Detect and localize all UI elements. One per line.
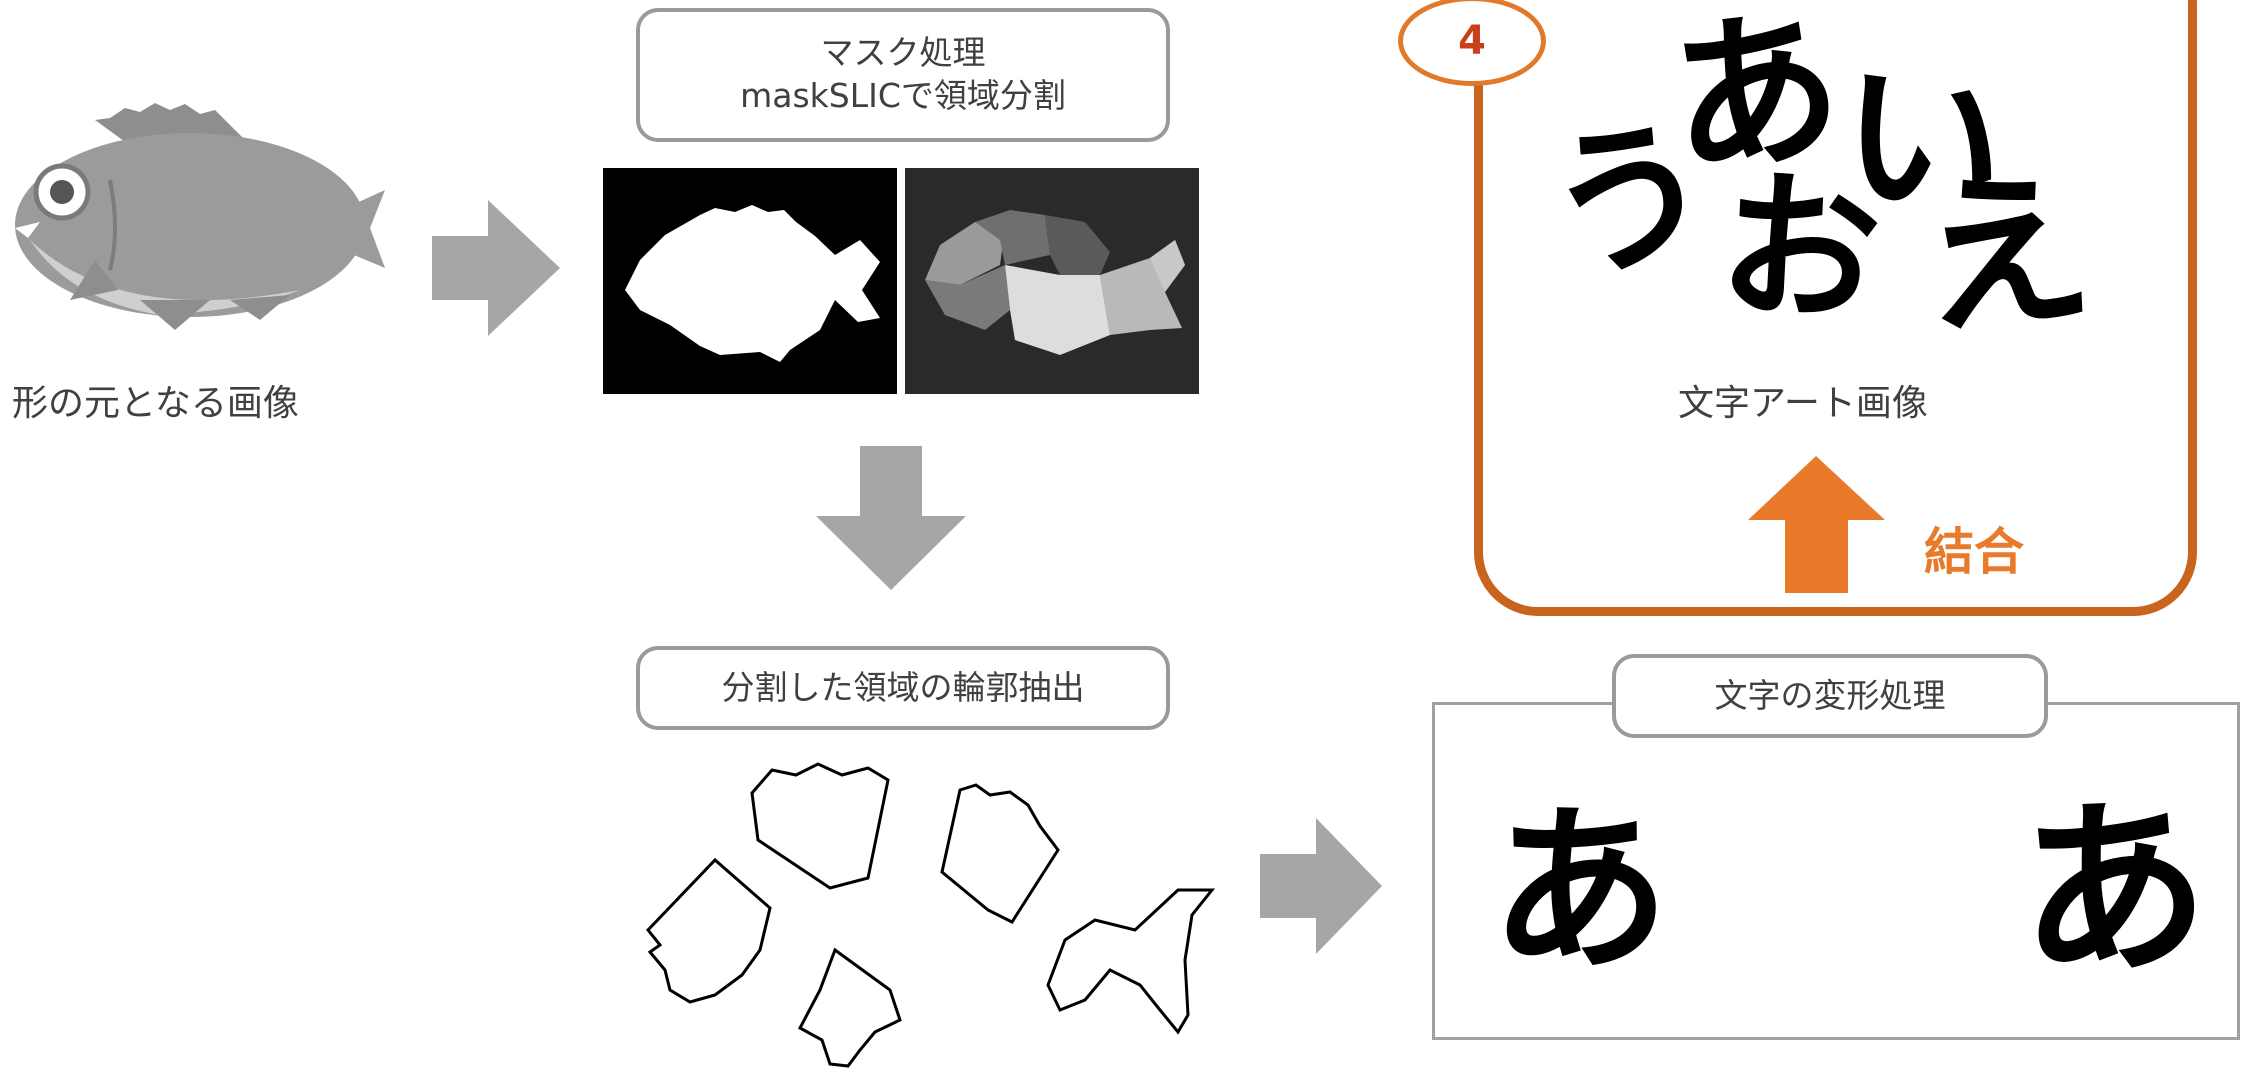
arrow-right-1 — [432, 200, 560, 336]
arrow-down — [816, 446, 966, 590]
glyph-before: あ — [1490, 787, 1671, 996]
arrow-right-2 — [1260, 818, 1382, 954]
source-fish-image — [15, 103, 385, 330]
contour-shapes — [646, 762, 1216, 1068]
binary-mask-image — [603, 168, 897, 394]
masking-label: マスク処理 maskSLICで領域分割 — [636, 8, 1170, 142]
step-number: 4 — [1458, 18, 1486, 64]
result-frame — [1474, 0, 2197, 616]
transform-title: 文字の変形処理 — [1714, 675, 1946, 715]
masking-title-line2: maskSLICで領域分割 — [740, 76, 1066, 115]
art-glyph-o: お — [1713, 150, 1887, 349]
art-glyph-e: え — [1910, 147, 2100, 363]
character-art-image: あ い う お え — [1530, 0, 2140, 363]
step-number-badge: 4 — [1398, 0, 1546, 86]
contour-title: 分割した領域の輪郭抽出 — [721, 667, 1085, 707]
source-caption: 形の元となる画像 — [12, 383, 299, 424]
transform-label: 文字の変形処理 — [1612, 654, 2048, 738]
contour-label: 分割した領域の輪郭抽出 — [636, 646, 1170, 730]
segmented-mask-image — [905, 168, 1199, 394]
result-caption: 文字アート画像 — [1678, 383, 1928, 424]
glyph-after: あ — [2010, 773, 2216, 1008]
combine-arrow-up — [1748, 456, 1885, 593]
combine-label: 結合 — [1924, 523, 2024, 581]
masking-title-line1: マスク処理 — [820, 33, 986, 73]
